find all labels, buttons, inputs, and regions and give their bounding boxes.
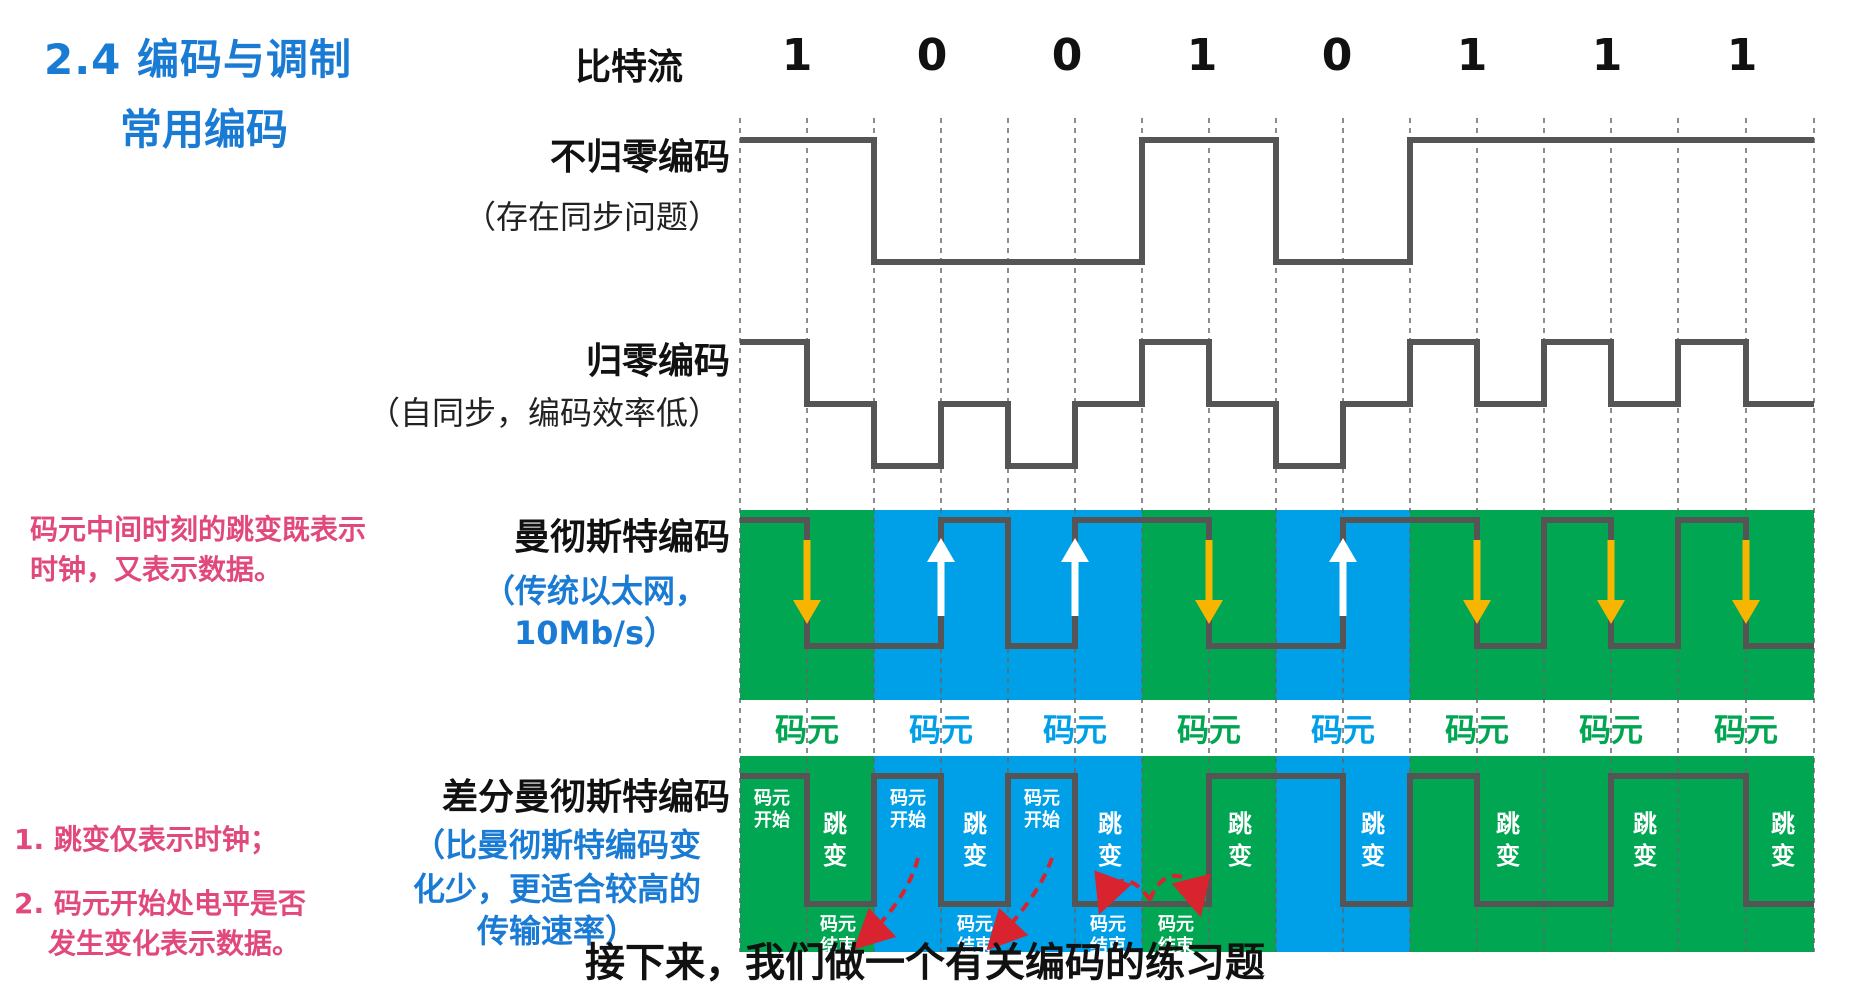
arrow-up-2 xyxy=(927,538,955,616)
rz-signal xyxy=(740,339,1814,469)
start-label-1-bottom: 开始 xyxy=(754,809,790,831)
manchester-note-1: （传统以太网， xyxy=(482,572,707,610)
jump-3-top: 跳 xyxy=(1098,810,1122,838)
jump-1-bottom: 变 xyxy=(823,842,847,870)
jump-7-top: 跳 xyxy=(1633,810,1657,838)
jump-7-bottom: 变 xyxy=(1633,842,1657,870)
jump-labels: 跳 变 跳 变 跳 变 跳 变 跳 变 跳 变 跳 变 跳 变 xyxy=(823,810,1795,870)
bit-1: 1 xyxy=(781,30,813,81)
rz-label: 归零编码 xyxy=(585,341,730,382)
end-label-2-bottom: 结束 xyxy=(957,935,994,952)
nrz-note: （存在同步问题） xyxy=(463,198,720,236)
manchester-label: 曼彻斯特编码 xyxy=(513,517,730,558)
bit-7: 1 xyxy=(1591,30,1623,81)
diff-note-3: 传输速率） xyxy=(476,912,637,950)
jump-6-top: 跳 xyxy=(1496,810,1520,838)
red-arrow-4 xyxy=(1094,870,1152,915)
start-label-2-top: 码元 xyxy=(890,788,926,809)
red-dashed-arrows xyxy=(853,857,1211,951)
jump-3-bottom: 变 xyxy=(1098,842,1122,870)
start-label-2-bottom: 开始 xyxy=(890,809,926,831)
jump-2-top: 跳 xyxy=(963,810,987,838)
section-title: 2.4 编码与调制 xyxy=(44,35,353,84)
bit-6: 1 xyxy=(1456,30,1488,81)
manchester-side-note-2: 时钟，又表示数据。 xyxy=(30,553,283,586)
jump-2-bottom: 变 xyxy=(963,842,987,870)
start-label-3-top: 码元 xyxy=(1024,788,1060,809)
video-caption: 接下来，我们做一个有关编码的练习题 xyxy=(585,940,1265,986)
diff-side-note-2: 2. 码元开始处电平是否 xyxy=(14,887,306,920)
start-labels: 码元 开始 码元 开始 码元 开始 xyxy=(754,788,1060,831)
arrow-down-4 xyxy=(1195,540,1223,624)
arrow-down-6 xyxy=(1463,540,1491,624)
start-label-3-bottom: 开始 xyxy=(1024,809,1060,831)
bitstream-label: 比特流 xyxy=(575,47,684,88)
end-label-3-top: 码元 xyxy=(1090,914,1126,935)
arrow-down-8 xyxy=(1732,540,1760,624)
rz-note: （自同步，编码效率低） xyxy=(367,394,720,432)
jump-8-bottom: 变 xyxy=(1771,842,1795,870)
red-arrow-3 xyxy=(1148,873,1211,918)
red-arrow-1 xyxy=(853,857,920,950)
jump-5-top: 跳 xyxy=(1361,810,1385,838)
end-labels: 码元 结束 码元 结束 码元 结束 码元 结束 xyxy=(820,914,1195,952)
end-label-4-top: 码元 xyxy=(1158,914,1194,935)
jump-6-bottom: 变 xyxy=(1496,842,1520,870)
section-subtitle: 常用编码 xyxy=(120,105,289,154)
manchester-arrows xyxy=(793,538,1760,624)
end-label-3-bottom: 结束 xyxy=(1090,935,1127,952)
arrow-up-3 xyxy=(1061,538,1089,616)
arrow-down-7 xyxy=(1597,540,1625,624)
bit-3: 0 xyxy=(1051,30,1083,81)
manchester-note-2: 10Mb/s） xyxy=(513,614,677,652)
bit-2: 0 xyxy=(916,30,948,81)
arrow-down-1 xyxy=(793,540,821,624)
start-label-1-top: 码元 xyxy=(754,788,790,809)
jump-1-top: 跳 xyxy=(823,810,847,838)
manchester-side-note-1: 码元中间时刻的跳变既表示 xyxy=(30,513,367,546)
jump-4-top: 跳 xyxy=(1228,810,1252,838)
bit-8: 1 xyxy=(1726,30,1758,81)
nrz-label: 不归零编码 xyxy=(549,137,730,178)
red-arrow-2 xyxy=(986,857,1054,951)
diff-note-1: （比曼彻斯特编码变 xyxy=(412,826,701,864)
arrow-up-5 xyxy=(1329,538,1357,616)
nrz-signal xyxy=(740,137,1814,265)
diff-manchester-label: 差分曼彻斯特编码 xyxy=(441,777,730,818)
jump-8-top: 跳 xyxy=(1771,810,1795,838)
bit-4: 1 xyxy=(1186,30,1218,81)
diff-manchester-signal xyxy=(740,773,1814,907)
diff-side-note-1: 1. 跳变仅表示时钟； xyxy=(14,823,278,856)
end-label-4-bottom: 结束 xyxy=(1158,935,1195,952)
jump-5-bottom: 变 xyxy=(1361,842,1385,870)
diff-note-2: 化少，更适合较高的 xyxy=(412,870,701,908)
end-label-2-top: 码元 xyxy=(957,914,993,935)
bit-5: 0 xyxy=(1321,30,1353,81)
encoding-diagram: 码元 码元 码元 码元 码元 码元 码元 码元 xyxy=(739,118,1815,952)
manchester-background xyxy=(740,510,1814,700)
end-label-1-top: 码元 xyxy=(820,914,856,935)
jump-4-bottom: 变 xyxy=(1228,842,1252,870)
end-label-1-bottom: 结束 xyxy=(820,935,857,952)
